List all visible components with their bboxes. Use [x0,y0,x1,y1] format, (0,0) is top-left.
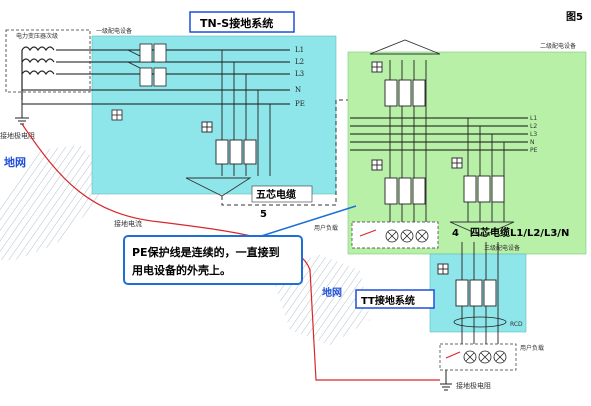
earth-current-label: 接地电流 [114,219,142,228]
transformer-box [5,29,91,93]
cable4-num: 4 [452,228,459,239]
panel1-branch-breaker [201,50,271,176]
panel1-line-n: N [295,86,301,94]
panel1-line-l3: L3 [295,70,304,78]
callout-text-line2: 用电设备的外壳上。 [132,263,231,277]
rcd-label: RCD [510,321,523,328]
user-load-1-lamps [385,229,429,243]
transformer-label: 电力变压器次级 [16,32,58,40]
dashed-connector [221,99,348,206]
panel1-bus [22,49,290,105]
panel2-incoming-bracket [369,39,441,55]
figure-label: 图5 [566,11,583,23]
panel1-label: 一级配电设备 [96,27,132,35]
cable5-bracket [185,177,252,197]
panel1-line-pe: PE [295,100,305,108]
panel1-main-breaker [127,43,167,87]
callout-text-line1: PE保护线是连续的，一直接到 [132,245,280,259]
user-load-1-arrow [359,229,377,237]
transformer-coils [21,46,55,100]
panel2-line-l1: L1 [530,115,537,122]
tns-title: TN-S接地系统 [200,16,273,30]
cable5-label-box [251,185,313,203]
panel2-breakers [371,60,505,222]
cable4-bracket [449,221,515,237]
earth-hatch-left [0,145,110,260]
ground-resistor-bottom-label: 接地极电阻 [456,381,491,390]
user-load-1-label: 用户负载 [314,224,338,232]
panel2-line-n: N [530,139,535,146]
tt-title: TT接地系统 [361,294,415,307]
panel3-label: 三级配电设备 [484,244,520,252]
panel2-line-l3: L3 [530,131,537,138]
tt-title-box [355,289,435,309]
panel2-line-pe: PE [530,147,538,154]
user-load-2-label: 用户负载 [520,344,544,352]
user-load-2-lamps [463,350,507,364]
panel2-line-l2: L2 [530,123,537,130]
earth-left-label: 地网 [4,155,26,169]
rcd-ring [453,316,507,328]
ground-resistor-left-label: 接地极电阻 [0,131,35,140]
ground-resistor-bottom-symbol [440,370,452,391]
callout-box [123,235,303,285]
panel2-label: 二级配电设备 [540,42,576,50]
panel1-ground-symbol [111,109,123,121]
cable4-label: 四芯电缆L1/L2/L3/N [470,226,569,239]
user-load-2-arrow [445,351,461,359]
panel1-line-l2: L2 [295,58,304,66]
cable5-num: 5 [260,209,267,220]
panel1-line-l1: L1 [295,46,304,54]
panel3-breakers [437,242,499,352]
panel2-bus [350,117,528,151]
cable5-label: 五芯电缆 [256,188,296,201]
earth-middle-label: 地网 [322,286,342,299]
tns-title-box [189,11,295,33]
